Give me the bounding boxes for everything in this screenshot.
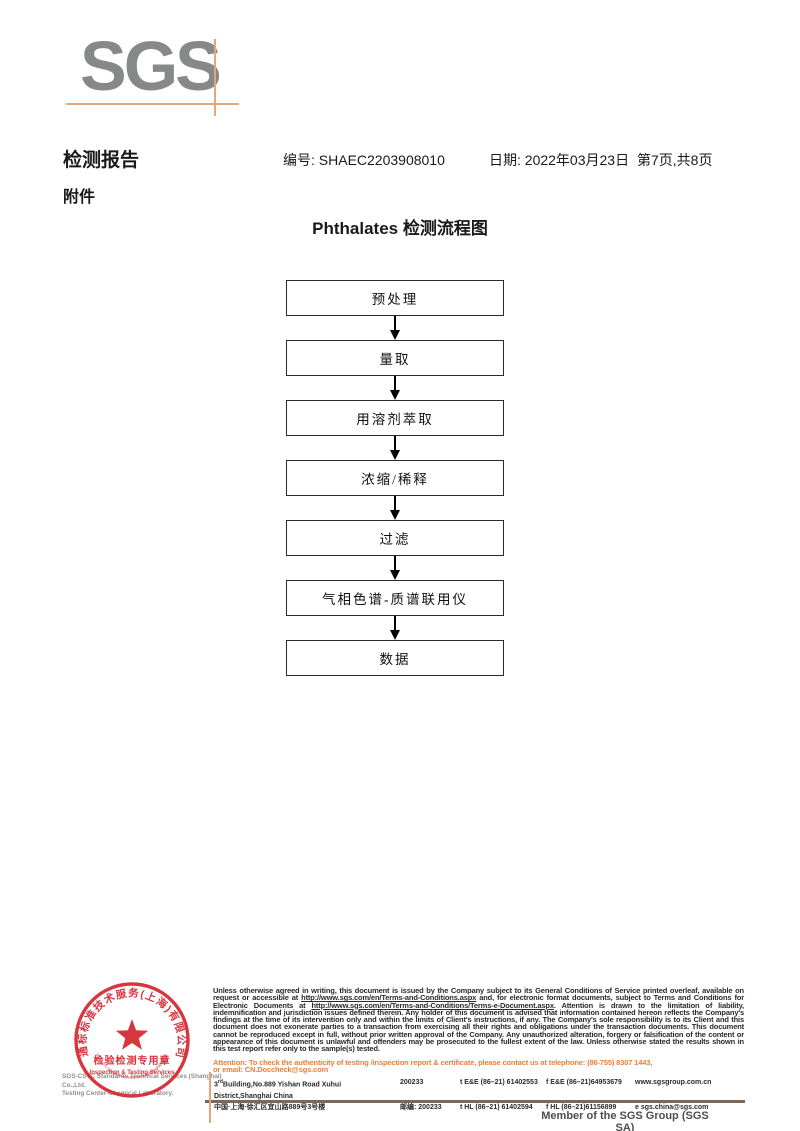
stamp-label-cn: 检验检测专用章	[94, 1054, 171, 1067]
attention-line1: Attention: To check the authenticity of …	[213, 1058, 653, 1067]
lab-company-line1: SGS-CSTC Standards Technical Services (S…	[62, 1073, 222, 1089]
flow-step-box: 数据	[286, 640, 504, 676]
address-cn: 中国·上海·徐汇区宜山路889号3号楼	[214, 1104, 326, 1112]
flow-arrow-down-icon	[388, 616, 402, 640]
flow-step-box: 用溶剂萃取	[286, 400, 504, 436]
address-row-en: 3rdBuilding,No.889 Yishan Road Xuhui Dis…	[214, 1077, 745, 1102]
legal-text-segment: . Attention is drawn to the limitation o…	[213, 1000, 744, 1054]
report-title: 检测报告	[63, 150, 140, 171]
stamp-star-icon	[115, 1019, 149, 1050]
flow-step-box: 气相色谱-质谱联用仪	[286, 580, 504, 616]
phone-ee: t E&E (86–21) 61402553	[460, 1079, 538, 1086]
logo-crosshair-vertical	[214, 39, 216, 116]
logo-crosshair-horizontal	[66, 103, 239, 105]
flow-step-box: 量取	[286, 340, 504, 376]
flow-arrow-down-icon	[388, 436, 402, 460]
flow-step-box: 浓缩/稀释	[286, 460, 504, 496]
email: e sgs.china@sgs.com	[635, 1104, 709, 1112]
fax-hl: f HL (86–21)61156899	[546, 1104, 617, 1112]
postcode-cn: 邮编: 200233	[400, 1104, 442, 1112]
footer-crosshair-vertical	[209, 1072, 211, 1123]
footer-rule	[205, 1100, 745, 1103]
flow-arrow-down-icon	[388, 496, 402, 520]
flow-arrow-down-icon	[388, 376, 402, 400]
sgs-logo: SGS	[80, 27, 222, 105]
attachment-label: 附件	[63, 189, 96, 206]
attention-line2: or email: CN.Doccheck@sgs.com	[213, 1065, 329, 1075]
report-number: 编号: SHAEC2203908010	[283, 152, 445, 168]
fax-ee: f E&E (86–21)64953679	[546, 1079, 622, 1086]
sgs-group-member-text: Member of the SGS Group (SGS SA)	[541, 1110, 709, 1131]
flowchart-title: Phthalates 检测流程图	[312, 219, 488, 238]
inspection-stamp: 通标标准技术服务(上海)有限公司 SGS-CSTC Standards Tech…	[74, 982, 190, 1098]
flow-arrow-down-icon	[388, 556, 402, 580]
address-block: 3rdBuilding,No.889 Yishan Road Xuhui Dis…	[214, 1077, 745, 1114]
legal-url: http://www.sgs.com/en/Terms-and-Conditio…	[301, 993, 477, 1003]
page-indicator: 第7页,共8页	[637, 152, 713, 168]
legal-text-segment: Unless otherwise agreed in writing, this…	[213, 986, 744, 1003]
legal-url: http://www.sgs.com/en/Terms-and-Conditio…	[311, 1000, 554, 1010]
flow-arrow-down-icon	[388, 316, 402, 340]
address-row-cn: 中国·上海·徐汇区宜山路889号3号楼 邮编: 200233 t HL (86–…	[214, 1102, 745, 1114]
legal-text-segment: and, for electronic format documents, su…	[213, 993, 745, 1010]
flow-step-box: 预处理	[286, 280, 504, 316]
legal-disclaimer-text: Unless otherwise agreed in writing, this…	[213, 987, 744, 1053]
postcode-en: 200233	[400, 1079, 424, 1086]
address-en: 3rdBuilding,No.889 Yishan Road Xuhui Dis…	[214, 1079, 342, 1100]
flowchart: 预处理量取用溶剂萃取浓缩/稀释过滤气相色谱-质谱联用仪数据	[286, 280, 504, 676]
attention-notice: Attention: To check the authenticity of …	[213, 1059, 744, 1074]
report-date: 日期: 2022年03月23日	[489, 152, 630, 168]
stamp-label-en: Inspection & Testing Services	[90, 1070, 176, 1076]
phone-hl: t HL (86–21) 61402594	[460, 1104, 533, 1112]
flow-step-box: 过滤	[286, 520, 504, 556]
website: www.sgsgroup.com.cn	[635, 1079, 712, 1086]
